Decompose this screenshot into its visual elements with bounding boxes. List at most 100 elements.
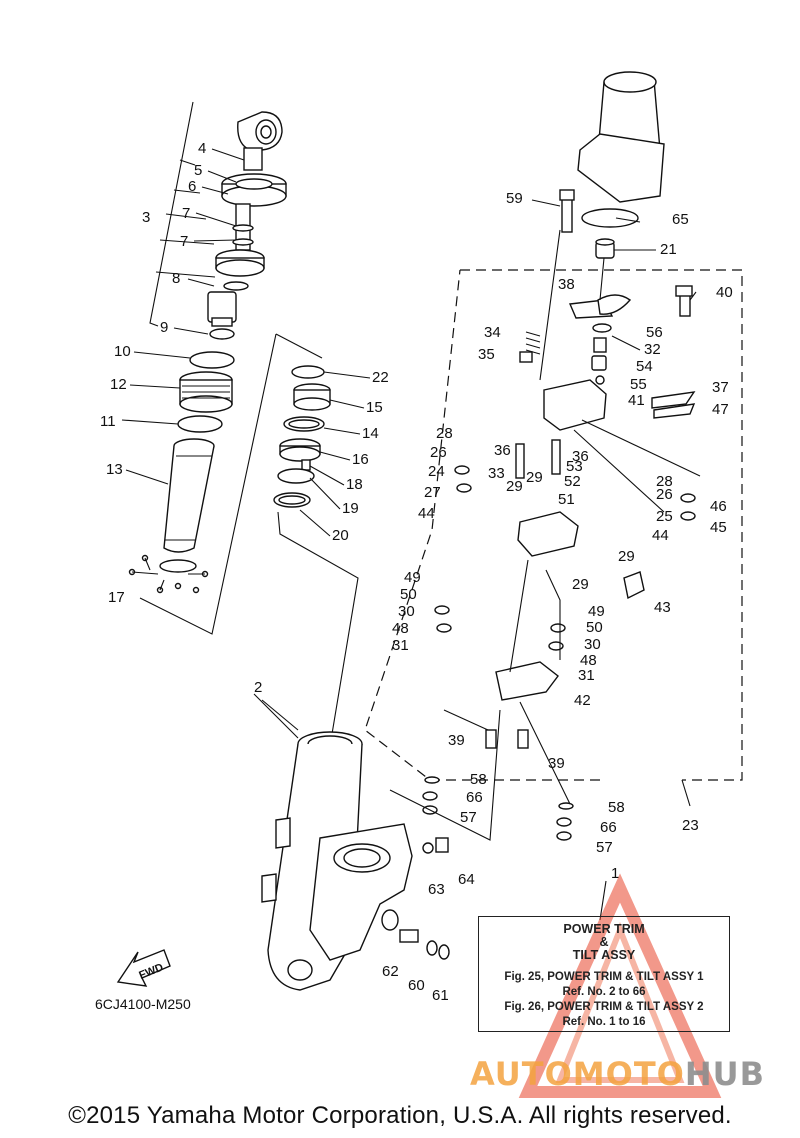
part-number: 17	[108, 589, 125, 606]
part-number: 12	[110, 376, 127, 393]
part-number: 29	[572, 576, 589, 593]
part-number: 38	[558, 276, 575, 293]
cylinder-body	[261, 699, 413, 991]
part-number: 19	[342, 500, 359, 517]
part-number: 55	[630, 376, 647, 393]
part-number: 45	[710, 519, 727, 536]
note-reference: Ref. No. 2 to 66	[562, 986, 646, 998]
part-number: 22	[372, 369, 389, 386]
part-number: 58	[608, 799, 625, 816]
part-number: 31	[392, 637, 409, 654]
part-number: 26	[430, 444, 447, 461]
part-number: 26	[656, 486, 673, 503]
part-number: 50	[400, 586, 417, 603]
part-number: 20	[332, 527, 349, 544]
part-number: 34	[484, 324, 501, 341]
part-number: 28	[656, 473, 673, 490]
part-number: 56	[646, 324, 663, 341]
part-number: 58	[470, 771, 487, 788]
part-number: 48	[392, 620, 409, 637]
part-number: 60	[408, 977, 425, 994]
note-reference: Fig. 26, POWER TRIM & TILT ASSY 2	[504, 1001, 704, 1013]
part-number: 15	[366, 399, 383, 416]
label-leaders	[121, 148, 697, 921]
part-number: 57	[460, 809, 477, 826]
part-number: 36	[572, 448, 589, 465]
part-number: 52	[564, 473, 581, 490]
part-number: 18	[346, 476, 363, 493]
part-number: 5	[194, 162, 202, 179]
part-number: 44	[418, 505, 435, 522]
part-number: 48	[580, 652, 597, 669]
watermark-part2: HUB	[684, 1055, 766, 1093]
part-number: 24	[428, 463, 445, 480]
watermark-logo	[518, 873, 722, 1098]
part-number: 39	[548, 755, 565, 772]
part-number: 31	[578, 667, 595, 684]
part-number: 8	[172, 270, 180, 287]
part-number: 21	[660, 241, 677, 258]
tilt-rod-assembly	[128, 101, 287, 635]
part-number: 23	[682, 817, 699, 834]
part-number: 63	[428, 881, 445, 898]
part-number: 57	[596, 839, 613, 856]
note-title-line: &	[599, 935, 609, 949]
part-number: 62	[382, 963, 399, 980]
part-number: 10	[114, 343, 131, 360]
watermark-part1: AUTOMOTO	[470, 1055, 685, 1093]
part-number: 1	[611, 865, 619, 882]
part-number: 53	[566, 458, 583, 475]
note-reference: Ref. No. 1 to 16	[562, 1016, 646, 1028]
part-number: 30	[584, 636, 601, 653]
copyright-notice: ©2015 Yamaha Motor Corporation, U.S.A. A…	[68, 1102, 732, 1129]
part-number: 3	[142, 209, 150, 226]
motor-pump-assembly	[364, 71, 743, 960]
part-number: 25	[656, 508, 673, 525]
note-title-line: POWER TRIM	[563, 922, 645, 936]
middle-seal-stack	[273, 333, 359, 795]
part-number: 49	[588, 603, 605, 620]
part-number: 41	[628, 392, 645, 409]
part-number: 42	[574, 692, 591, 709]
part-number: 37	[712, 379, 729, 396]
fwd-arrow-icon: FWD	[116, 949, 171, 987]
part-number: 50	[586, 619, 603, 636]
note-reference: Fig. 25, POWER TRIM & TILT ASSY 1	[504, 971, 704, 983]
part-number: 51	[558, 491, 575, 508]
part-number: 30	[398, 603, 415, 620]
part-number: 27	[424, 484, 441, 501]
part-number: 7	[182, 205, 190, 222]
drawing-code: 6CJ4100-M250	[95, 996, 191, 1012]
part-number: 39	[448, 732, 465, 749]
part-number: 29	[618, 548, 635, 565]
part-number: 35	[478, 346, 495, 363]
part-number: 13	[106, 461, 123, 478]
part-number: 4	[198, 140, 206, 157]
part-number: 43	[654, 599, 671, 616]
part-number: 47	[712, 401, 729, 418]
part-number: 2	[254, 679, 262, 696]
part-number: 40	[716, 284, 733, 301]
part-number: 28	[436, 425, 453, 442]
part-number: 54	[636, 358, 653, 375]
part-number: 16	[352, 451, 369, 468]
part-number: 14	[362, 425, 379, 442]
part-number: 66	[466, 789, 483, 806]
watermark-text: AUTOMOTOHUB	[470, 1055, 765, 1093]
part-labels: 1 2 3 4 5 6 7 7 8 9 10 11 12 13 14 15 16…	[100, 140, 733, 1004]
note-title-line: TILT ASSY	[572, 948, 636, 962]
part-number: 7	[180, 233, 188, 250]
part-number: 59	[506, 190, 523, 207]
part-number: 33	[488, 465, 505, 482]
part-number: 29	[506, 478, 523, 495]
part-number: 29	[526, 469, 543, 486]
part-number: 64	[458, 871, 475, 888]
assembly-note-box: POWER TRIM & TILT ASSY Fig. 25, POWER TR…	[478, 916, 730, 1032]
part-number: 61	[432, 987, 449, 1004]
part-number: 65	[672, 211, 689, 228]
part-number: 49	[404, 569, 421, 586]
part-number: 36	[494, 442, 511, 459]
part-number: 6	[188, 178, 196, 195]
part-number: 11	[100, 413, 116, 430]
